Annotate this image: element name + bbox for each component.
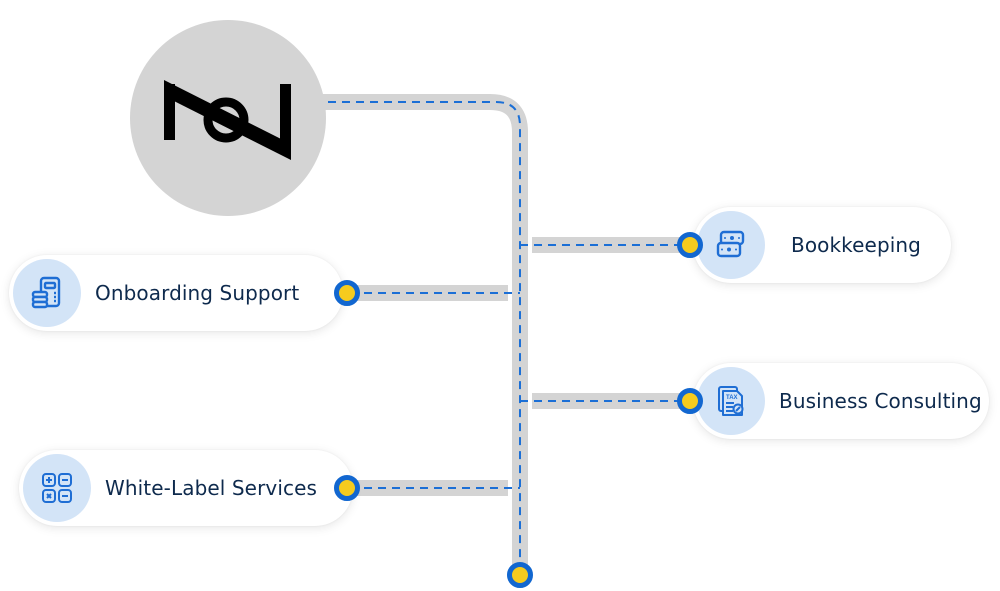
math-operators-icon: [42, 473, 72, 503]
service-onboarding-support[interactable]: Onboarding Support: [9, 255, 343, 331]
node-onboarding: [334, 280, 360, 306]
node-end: [507, 562, 533, 588]
tax-document-icon: TAX: [718, 386, 744, 416]
icon-badge: [23, 454, 91, 522]
icon-badge: [13, 259, 81, 327]
hub-logo: [130, 20, 326, 216]
icon-badge: [697, 211, 765, 279]
service-label: Onboarding Support: [95, 281, 300, 305]
main-dash: [314, 101, 521, 568]
node-bookkeeping: [677, 232, 703, 258]
logo-mark-icon: [164, 80, 291, 160]
service-label: White-Label Services: [105, 476, 318, 500]
service-bookkeeping[interactable]: Bookkeeping: [693, 207, 951, 283]
service-business-consulting[interactable]: TAX Business Consulting: [693, 363, 989, 439]
node-consulting: [677, 388, 703, 414]
banknotes-icon: [716, 230, 745, 258]
service-white-label-services[interactable]: White-Label Services: [19, 450, 353, 526]
svg-text:TAX: TAX: [726, 395, 738, 401]
service-label: Business Consulting: [779, 389, 982, 413]
service-label: Bookkeeping: [791, 233, 921, 257]
calculator-coins-icon: [31, 276, 61, 309]
icon-badge: TAX: [697, 367, 765, 435]
node-whitelabel: [334, 475, 360, 501]
